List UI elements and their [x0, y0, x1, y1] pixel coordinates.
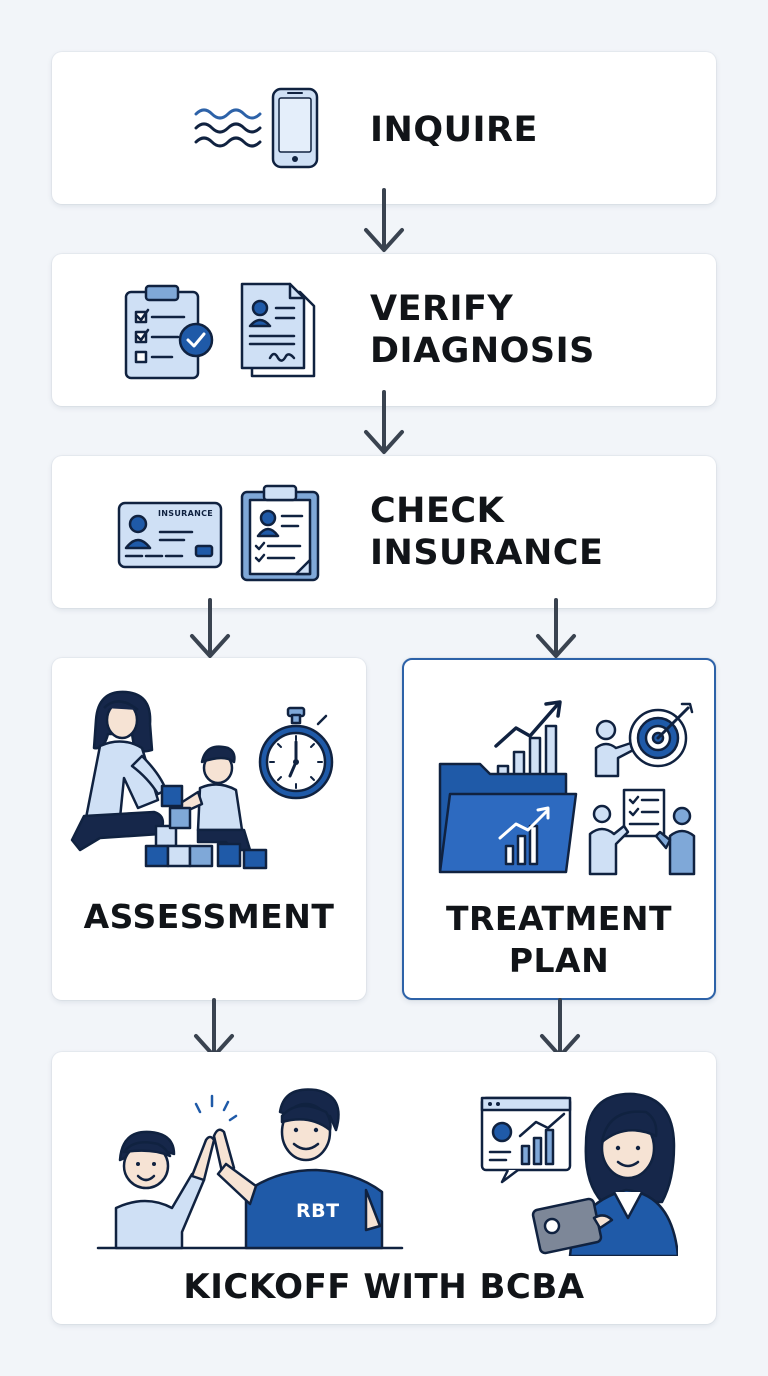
checklist-clipboard-icon — [124, 284, 214, 380]
step-label-check-line1: CHECK — [370, 491, 505, 531]
rbt-shirt-text: RBT — [296, 1200, 340, 1222]
insurance-card-icon — [117, 501, 223, 569]
step-label-inquire: INQUIRE — [370, 110, 538, 150]
folder-chart-icon — [438, 700, 578, 874]
step-card-assessment: ASSESSMENT — [52, 658, 366, 1000]
step-label-treatment-plan: TREATMENT PLAN — [404, 898, 714, 982]
high-five-icon — [96, 1088, 404, 1250]
step-card-kickoff: RBT KICKOFF WITH BCBA — [52, 1052, 716, 1324]
step-label-check-insurance: CHECK INSURANCE — [370, 490, 603, 574]
team-board-icon — [588, 788, 696, 876]
step-label-check-line2: INSURANCE — [370, 533, 604, 573]
step-card-check-insurance: INSURANCE CHECK INSURANCE — [52, 456, 716, 608]
step-label-verify-line1: VERIFY — [370, 289, 514, 329]
waves-icon — [194, 108, 262, 148]
step-label-treatment-line2: PLAN — [508, 941, 610, 980]
step-card-verify-diagnosis: VERIFY DIAGNOSIS — [52, 254, 716, 406]
bcba-tablet-icon — [480, 1092, 678, 1256]
insurance-card-text: INSURANCE — [158, 509, 214, 518]
arrow-down-icon — [536, 598, 576, 658]
document-icon — [240, 282, 316, 378]
step-label-assessment: ASSESSMENT — [83, 897, 335, 936]
smartphone-icon — [271, 87, 319, 169]
parent-child-blocks-icon — [70, 690, 268, 870]
step-label-verify-line2: DIAGNOSIS — [370, 331, 595, 371]
step-card-treatment-plan: TREATMENT PLAN — [402, 658, 716, 1000]
arrow-down-icon — [364, 390, 404, 454]
step-label-kickoff: KICKOFF WITH BCBA — [183, 1267, 585, 1307]
step-label-verify-diagnosis: VERIFY DIAGNOSIS — [370, 288, 595, 372]
step-label-treatment-line1: TREATMENT — [446, 899, 672, 938]
stopwatch-icon — [258, 706, 334, 800]
arrow-down-icon — [364, 188, 404, 252]
step-card-inquire: INQUIRE — [52, 52, 716, 204]
target-icon — [594, 702, 694, 778]
arrow-down-icon — [190, 598, 230, 658]
form-clipboard-icon — [240, 484, 320, 582]
